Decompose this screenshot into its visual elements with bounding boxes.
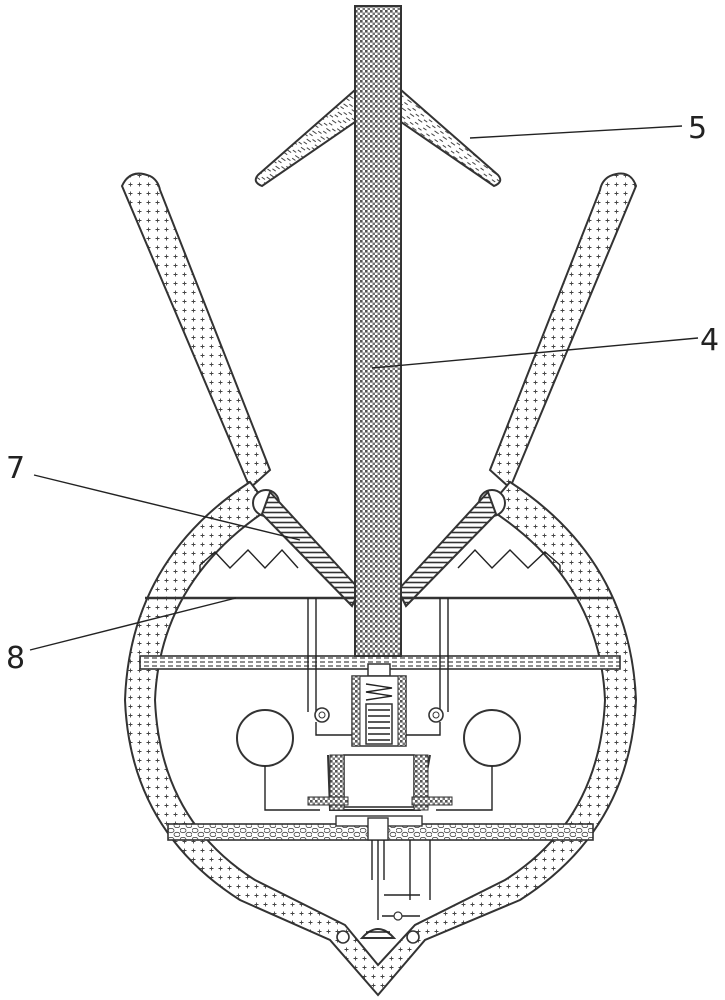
right-float [463,709,521,767]
right-roller [428,707,444,723]
leader-4 [371,337,699,369]
left-blade [254,87,356,188]
right-link-bar [396,490,498,608]
leader-5 [469,125,683,139]
bottom-right-pin [406,930,420,944]
right-zigzag [457,548,561,570]
bulb-shell [123,480,638,997]
valve-stem [359,817,431,939]
leader-8 [29,597,237,651]
label-8: 8 [6,641,25,676]
spring-assembly [351,663,407,747]
left-float [236,709,294,767]
left-roller [314,707,330,723]
central-shaft [354,5,402,657]
right-blade [400,87,502,188]
label-4: 4 [700,323,719,358]
left-zigzag [199,548,299,570]
right-arm [488,172,638,490]
center-basin [307,754,453,827]
right-float-arm [436,766,493,811]
left-arm [120,172,272,490]
label-5: 5 [688,111,707,146]
label-7: 7 [6,451,25,486]
outer-shell [120,172,638,997]
left-float-arm [264,766,320,811]
left-link-bar [260,490,362,608]
leader-7 [33,474,301,541]
bottom-left-pin [336,930,350,944]
